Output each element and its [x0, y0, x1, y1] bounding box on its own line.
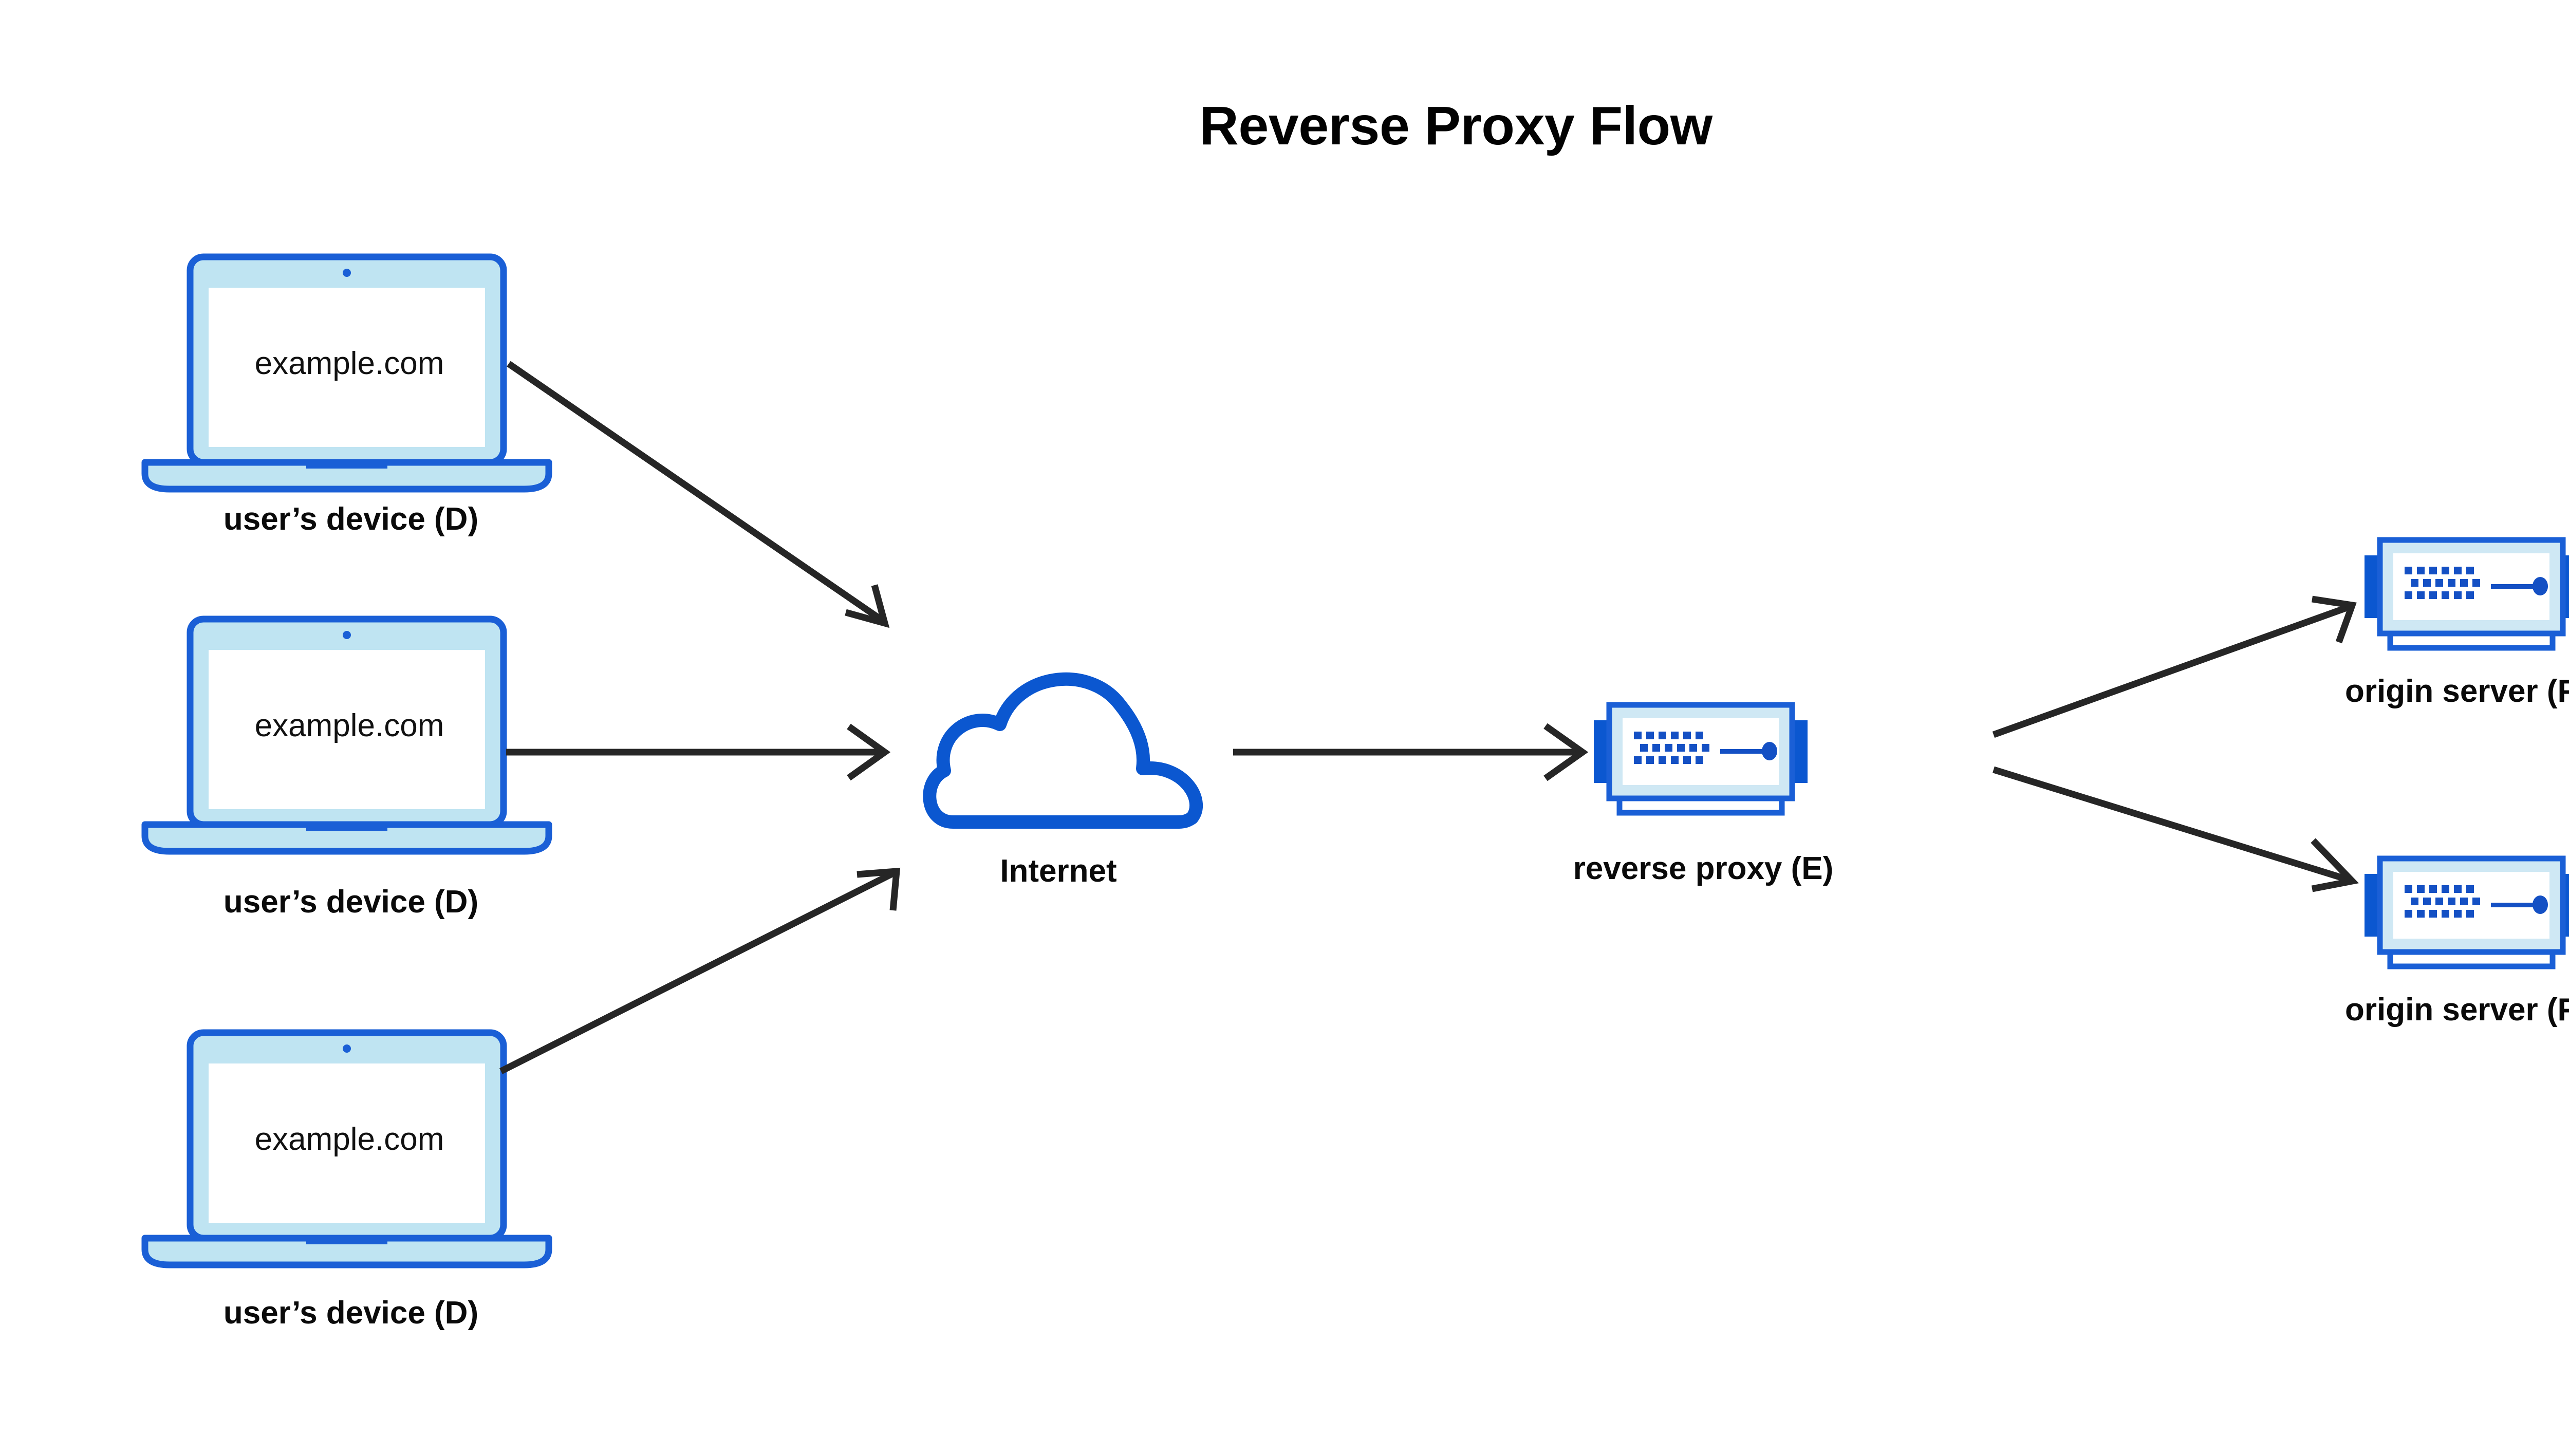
caption-origin-bottom: origin server (F) — [2345, 992, 2569, 1028]
device-screen-text-bottom: example.com — [254, 1122, 444, 1157]
arrow-icon-device-bottom-to-internet — [499, 867, 901, 1074]
arrow-icon-reverse-proxy-to-origin-top — [1992, 595, 2357, 738]
arrow-icon-internet-to-reverse-proxy — [1233, 723, 1589, 781]
device-screen-text-top: example.com — [254, 346, 444, 381]
page-title: Reverse Proxy Flow — [1199, 96, 1712, 156]
server-icon-origin-bottom — [2365, 858, 2569, 966]
arrow-icon-device-top-to-internet — [507, 361, 890, 628]
arrow-icon-reverse-proxy-to-origin-bottom — [1993, 766, 2359, 892]
caption-reverse-proxy: reverse proxy (E) — [1573, 851, 1834, 886]
cloud-icon — [923, 672, 1203, 829]
caption-device-middle: user’s device (D) — [223, 884, 479, 920]
caption-device-top: user’s device (D) — [223, 501, 479, 537]
device-screen-text-middle: example.com — [254, 708, 444, 743]
caption-origin-top: origin server (F) — [2345, 674, 2569, 709]
caption-device-bottom: user’s device (D) — [223, 1295, 479, 1331]
arrow-icon-device-middle-to-internet — [506, 723, 891, 781]
caption-internet-cloud: Internet — [1000, 853, 1117, 889]
server-icon-origin-top — [2365, 540, 2569, 648]
server-icon-reverse-proxy — [1594, 705, 1808, 813]
